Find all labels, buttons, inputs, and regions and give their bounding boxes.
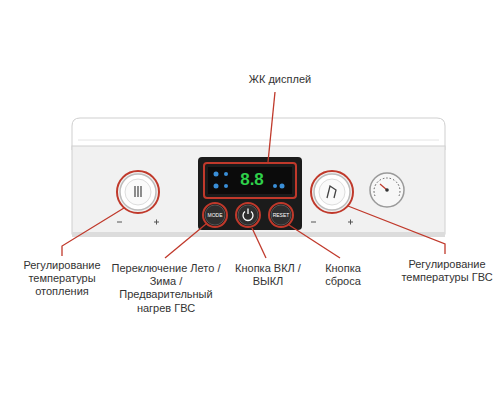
button-label: RESET <box>271 212 291 218</box>
callout-label: Регулирование температуры ГВС <box>398 258 496 284</box>
callout-label: ЖК дисплей <box>230 73 330 86</box>
display-digits: 8.8 <box>232 170 272 190</box>
button-label: MODE <box>205 212 225 218</box>
callout-label: Регулирование температуры отопления <box>4 259 120 299</box>
callout-label: Переключение Лето / Зима / Предварительн… <box>108 262 224 315</box>
callout-label: Кнопка сброса <box>312 262 374 288</box>
callout-label: Кнопка ВКЛ / ВЫКЛ <box>229 262 307 288</box>
